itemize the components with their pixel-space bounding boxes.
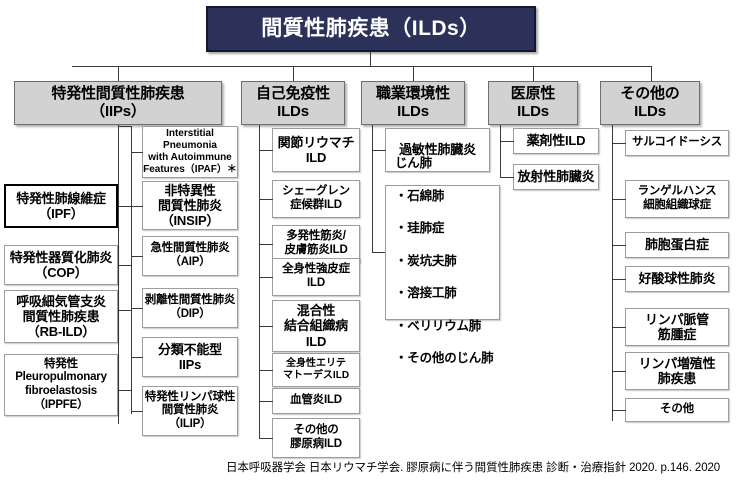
pneumoconiosis-entry-5: ・その他のじん肺	[395, 351, 494, 365]
connector-stub-sarcoidosis	[612, 143, 626, 144]
pneumoconiosis-entry-1: ・珪肺症	[395, 221, 445, 235]
leaf-lymphangioleiomyomatosis[interactable]: リンパ脈管 筋腫症	[625, 308, 729, 346]
leaf-ipf[interactable]: 特発性肺線維症 （IPF）	[4, 184, 118, 228]
connector-stub-pneumoconiosis	[372, 252, 386, 253]
leaf-eosinophilic-pneumonia[interactable]: 好酸球性肺炎	[625, 266, 729, 292]
connector-stub-aip	[131, 256, 143, 257]
leaf-hypersensitivity-pneumonitis[interactable]: 過敏性肺臓炎	[385, 128, 490, 172]
leaf-ssc-ild[interactable]: 全身性強皮症 ILD	[272, 258, 360, 296]
connector-stub-drug	[500, 141, 514, 142]
leaf-pneumoconiosis-list[interactable]: じん肺 ・石綿肺 ・珪肺症 ・炭坑夫肺 ・溶接工肺 ・ベリリウム肺 ・その他のじ…	[385, 156, 500, 365]
connector-drop-iatrogenic	[533, 66, 534, 81]
leaf-sle-ild[interactable]: 全身性エリテ マトーデスILD	[272, 353, 360, 387]
connector-root-stem	[370, 52, 371, 66]
leaf-sjogren-ild[interactable]: シェーグレン 症候群ILD	[272, 180, 360, 218]
connector-stub-eosinophilic	[612, 279, 626, 280]
category-header-iips[interactable]: 特発性間質性肺疾患 （IIPs）	[14, 81, 222, 125]
pneumoconiosis-list-content: じん肺 ・石綿肺 ・珪肺症 ・炭坑夫肺 ・溶接工肺 ・ベリリウム肺 ・その他のじ…	[395, 139, 494, 367]
connector-stub-other-ctd	[259, 438, 273, 439]
category-header-iatrogenic[interactable]: 医原性 ILDs	[488, 81, 578, 125]
connector-stub-rbild	[118, 310, 132, 311]
connector-iips-minor-top	[118, 126, 132, 127]
connector-drop-autoimmune	[293, 66, 294, 81]
connector-occupational-spine	[372, 125, 373, 253]
leaf-insip[interactable]: 非特異性 間質性肺炎 （INSIP）	[142, 181, 238, 230]
connector-stub-ilip	[131, 411, 143, 412]
leaf-langerhans[interactable]: ランゲルハンス 細胞組織球症	[625, 180, 729, 218]
connector-stub-radiation	[500, 177, 514, 178]
connector-stub-unclassifiable	[131, 357, 143, 358]
connector-stub-dip	[131, 308, 143, 309]
connector-stub-langerhans	[612, 199, 626, 200]
connector-autoimmune-spine	[259, 125, 260, 439]
category-header-autoimmune[interactable]: 自己免疫性 ILDs	[241, 81, 345, 125]
category-header-occupational[interactable]: 職業環境性 ILDs	[361, 81, 465, 125]
connector-stub-hp	[372, 150, 386, 151]
leaf-drug-induced-ild[interactable]: 薬剤性ILD	[513, 128, 599, 154]
connector-stub-ssc	[259, 277, 273, 278]
connector-stub-other-misc	[612, 410, 626, 411]
leaf-cop[interactable]: 特発性器質化肺炎 （COP）	[4, 245, 118, 285]
connector-stub-ra	[259, 150, 273, 151]
leaf-ippfe[interactable]: 特発性 Pleuropulmonary fibroelastosis （IPPF…	[4, 354, 118, 416]
connector-stub-pmdm	[259, 244, 273, 245]
source-caption: 日本呼吸器学会 日本リウマチ学会. 膠原病に伴う間質性肺疾患 診断・治療指針 2…	[226, 462, 721, 474]
category-header-other[interactable]: その他の ILDs	[600, 81, 700, 125]
connector-stub-ippfe	[118, 390, 132, 391]
connector-stub-vasculitis	[259, 401, 273, 402]
leaf-dip[interactable]: 剥離性間質性肺炎 （DIP）	[142, 288, 238, 328]
connector-drop-occupational	[413, 66, 414, 81]
connector-other-spine	[612, 125, 613, 421]
connector-stub-ipaf	[131, 152, 143, 153]
leaf-aip[interactable]: 急性間質性肺炎 （AIP）	[142, 236, 238, 276]
leaf-other-ctd-ild[interactable]: その他の 膠原病ILD	[272, 418, 360, 458]
connector-iatrogenic-spine	[500, 125, 501, 177]
leaf-lymphoproliferative[interactable]: リンパ増殖性 肺疾患	[625, 352, 729, 390]
connector-stub-sle	[259, 370, 273, 371]
connector-drop-other	[651, 66, 652, 81]
connector-iips-minor-spine	[131, 126, 132, 414]
connector-stub-ipf	[118, 206, 132, 207]
leaf-radiation-pneumonitis[interactable]: 放射性肺臓炎	[513, 164, 599, 190]
leaf-ilip[interactable]: 特発性リンパ球性 間質性肺炎 （ILIP）	[142, 386, 238, 436]
connector-iips-spine	[118, 125, 119, 424]
leaf-ra-ild[interactable]: 関節リウマチ ILD	[272, 128, 360, 172]
root-title: 間質性肺疾患（ILDs）	[206, 6, 536, 52]
leaf-pm-dm-ild[interactable]: 多発性筋炎/ 皮膚筋炎ILD	[272, 225, 360, 263]
leaf-sarcoidosis[interactable]: サルコイドーシス	[625, 130, 729, 156]
connector-category-bus	[72, 66, 652, 67]
pneumoconiosis-entry-4: ・ベリリウム肺	[395, 318, 482, 333]
leaf-vasculitis-ild[interactable]: 血管炎ILD	[272, 388, 360, 414]
leaf-other-misc[interactable]: その他	[625, 398, 729, 422]
leaf-unclassifiable-iips[interactable]: 分類不能型 IIPs	[142, 337, 238, 377]
pneumoconiosis-title: じん肺	[395, 156, 432, 170]
connector-stub-insip	[131, 206, 143, 207]
leaf-ipaf[interactable]: Interstitial Pneumonia with Autoimmune F…	[142, 126, 238, 178]
connector-stub-lam	[612, 327, 626, 328]
pneumoconiosis-entry-3: ・溶接工肺	[395, 286, 457, 300]
connector-stub-mctd	[259, 326, 273, 327]
connector-stub-sjogren	[259, 199, 273, 200]
connector-stub-lymphoproliferative	[612, 371, 626, 372]
leaf-rbild[interactable]: 呼吸細気管支炎 間質性肺疾患 （RB-ILD）	[4, 290, 118, 343]
pneumoconiosis-entry-2: ・炭坑夫肺	[395, 253, 457, 268]
connector-drop-iips	[118, 66, 119, 81]
connector-stub-cop	[118, 265, 132, 266]
connector-stub-pap	[612, 245, 626, 246]
leaf-mctd-ild[interactable]: 混合性 結合組織病 ILD	[272, 300, 360, 352]
pneumoconiosis-entry-0: ・石綿肺	[395, 188, 445, 203]
leaf-pulmonary-alveolar-proteinosis[interactable]: 肺胞蛋白症	[625, 232, 729, 258]
